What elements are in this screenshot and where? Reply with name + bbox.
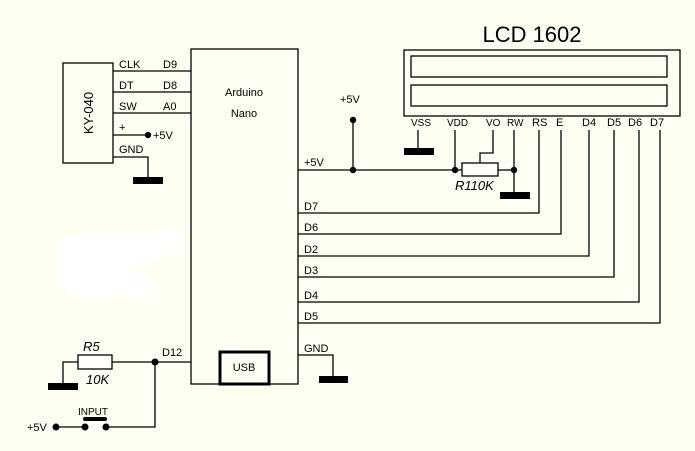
lcd-row-1 (410, 55, 668, 78)
junction-dot (144, 131, 152, 139)
lcd-pin-vo: VO (486, 118, 501, 129)
encoder-pin-gnd: GND (119, 144, 144, 156)
arduino-pin-gnd: GND (304, 343, 329, 355)
arduino-label-line1: Arduino (225, 87, 263, 99)
ground-symbol (48, 383, 78, 390)
arduino-pin-d2: D2 (304, 244, 318, 256)
usb-label: USB (233, 362, 256, 374)
encoder-pin-plus: + (119, 122, 125, 134)
pot-label: R110K (455, 178, 495, 193)
lcd-pin-rs: RS (532, 117, 547, 129)
supply-terminal (52, 423, 60, 431)
erased-region (56, 228, 182, 300)
pulldown-value: 10K (86, 372, 110, 387)
wire-rs-d7 (298, 130, 540, 214)
ground-symbol (319, 376, 348, 383)
wire-d7-d5 (298, 130, 661, 324)
lcd-pin-d5: D5 (607, 117, 621, 129)
lcd-pin-vss: VSS (411, 118, 431, 129)
wire-pulldown-gnd (62, 361, 78, 385)
lcd-pin-vdd: VDD (447, 118, 468, 129)
supply-label: +5V (340, 94, 361, 106)
button-label: INPUT (78, 407, 108, 418)
junction-dot (510, 166, 518, 174)
arduino-nano: Arduino Nano USB +5V GND D12 (162, 48, 348, 386)
ground-symbol (404, 148, 434, 155)
ground-symbol (133, 177, 163, 184)
junction-dot (349, 166, 357, 174)
lcd-pin-d4: D4 (582, 117, 596, 129)
wire-d5-d3 (298, 130, 615, 278)
arduino-pin-d4: D4 (304, 290, 318, 302)
usb-port (218, 350, 271, 386)
arduino-pin-d3: D3 (304, 265, 318, 277)
encoder-pin-dt: DT (119, 80, 134, 92)
wire-vo-wiper (479, 130, 494, 163)
arduino-label-line2: Nano (231, 108, 257, 120)
lcd-display: LCD 1602 VSS VDD VO RW RS E D4 D5 D6 D7 … (298, 22, 681, 324)
arduino-pin-a0: A0 (163, 101, 176, 113)
wire-e-d6 (298, 130, 562, 235)
lcd-body (403, 49, 681, 117)
lcd-pin-e: E (556, 117, 563, 129)
button-terminal (102, 423, 110, 431)
arduino-pin-d5: D5 (304, 311, 318, 323)
button-actuator (83, 417, 107, 421)
ground-symbol (500, 192, 530, 199)
pulldown-name: R5 (83, 339, 100, 354)
wire-arduino-gnd (298, 354, 334, 377)
arduino-pin-d7: D7 (304, 201, 318, 213)
input-circuit: R5 10K INPUT +5V (27, 339, 191, 434)
lcd-pin-rw: RW (507, 118, 524, 129)
lcd-row-2 (410, 84, 668, 107)
wire-d4-d2 (298, 130, 590, 257)
encoder-pin-sw: SW (119, 101, 137, 113)
lcd-pin-d7: D7 (650, 117, 664, 129)
encoder-module: KY-040 CLK D9 DT D8 SW A0 + +5V GND (62, 59, 191, 184)
button-supply-label: +5V (27, 422, 48, 434)
supply-rail: +5V (298, 94, 455, 174)
encoder-pin-clk: CLK (119, 59, 141, 71)
arduino-pin-d6: D6 (304, 222, 318, 234)
wire-button-d12 (106, 362, 156, 428)
lcd-title: LCD 1602 (482, 22, 581, 47)
pulldown-resistor (77, 354, 113, 370)
encoder-name: KY-040 (81, 92, 96, 134)
arduino-pin-d12: D12 (162, 347, 182, 359)
lcd-pin-d6: D6 (628, 117, 642, 129)
arduino-pin-d9: D9 (163, 59, 177, 71)
wire-d6-d4 (298, 130, 640, 303)
arduino-pin-5v: +5V (304, 157, 325, 169)
potentiometer (461, 162, 499, 177)
wire-encoder-gnd (113, 156, 149, 178)
arduino-pin-d8: D8 (163, 80, 177, 92)
encoder-5v-label: +5V (153, 130, 174, 142)
arduino-body (190, 48, 299, 385)
